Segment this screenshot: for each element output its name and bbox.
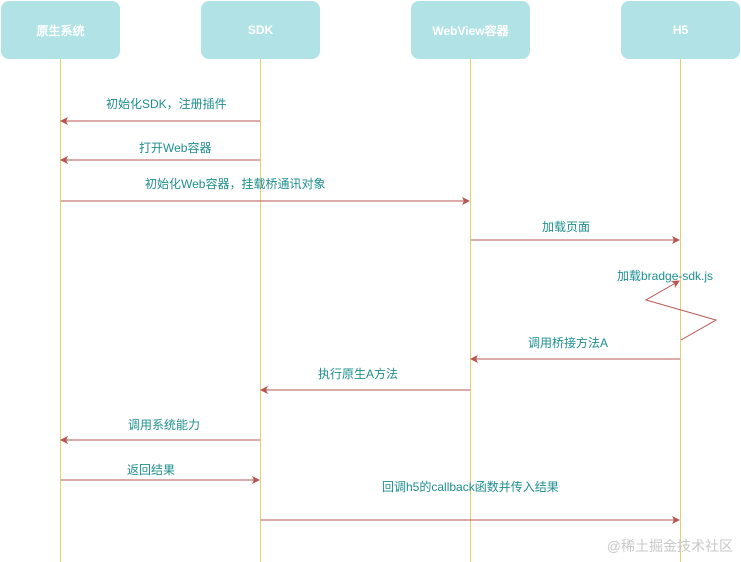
message-label: 加载页面 [542, 220, 591, 234]
actor-label: WebView容器 [432, 23, 509, 38]
message-label: 调用桥接方法A [528, 336, 609, 350]
message-label: 初始化SDK，注册插件 [106, 97, 227, 111]
actor-native-system: 原生系统 [1, 1, 120, 59]
message-label: 加载bradge-sdk.js [617, 269, 714, 283]
actor-sdk: SDK [201, 1, 320, 59]
actor-h5: H5 [621, 1, 740, 59]
actor-label: 原生系统 [36, 23, 85, 38]
message-label: 执行原生A方法 [318, 367, 399, 381]
message-label: 打开Web容器 [139, 141, 212, 155]
actor-label: H5 [672, 23, 689, 37]
lifeline-sdk [260, 59, 261, 562]
lifeline-native-system [60, 59, 61, 562]
lifeline-h5 [680, 59, 681, 562]
arrow-msg-5 [644, 280, 718, 341]
lifeline-webview-container [470, 59, 471, 562]
actor-label: SDK [247, 23, 274, 37]
actor-webview-container: WebView容器 [411, 1, 530, 59]
message-label: 初始化Web容器，挂载桥通讯对象 [145, 177, 326, 191]
message-label: 回调h5的callback函数并传入结果 [382, 480, 559, 494]
message-label: 调用系统能力 [128, 418, 201, 432]
watermark: @稀土掘金技术社区 [606, 538, 733, 554]
message-label: 返回结果 [127, 463, 176, 477]
